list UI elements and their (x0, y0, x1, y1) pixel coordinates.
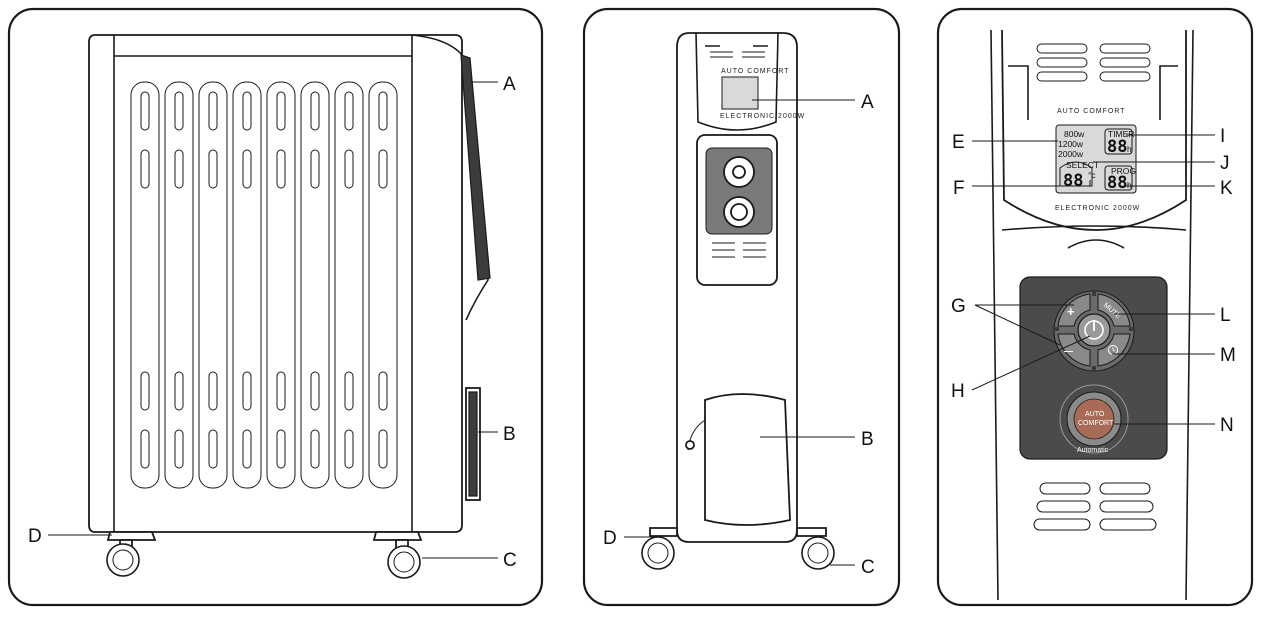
plus-button[interactable]: + (1057, 293, 1091, 327)
side-callouts (48, 81, 498, 559)
label-f: F (953, 178, 965, 199)
label-i: I (1220, 126, 1225, 147)
minus-button[interactable]: — (1057, 333, 1091, 367)
label-m: M (1220, 345, 1236, 366)
select-label: SELECT (1066, 160, 1099, 170)
label-g: G (951, 296, 966, 317)
bottom-vents (1033, 482, 1157, 531)
power-level-1200: 1200w (1058, 139, 1084, 149)
front-label-d: D (603, 528, 617, 549)
caster-wheels (106, 531, 423, 579)
side-label-c: C (503, 550, 517, 571)
label-e: E (952, 132, 965, 153)
power-level-800: 800w (1064, 129, 1085, 139)
model-text: ELECTRONIC 2000W (1055, 205, 1140, 212)
timer-label: TIMER (1108, 129, 1134, 139)
front-callouts (624, 99, 855, 566)
detail-panel: AUTO COMFORT ELECTRONIC 2000W 800w 1200w… (936, 7, 1254, 607)
heater-fins (130, 81, 398, 489)
minus-sign: — (1064, 346, 1073, 356)
heater-front-body: AUTO COMFORT ELECTRONIC 2000W (676, 32, 805, 543)
plus-sign: + (1067, 304, 1075, 319)
auto-comfort-button[interactable]: AUTO COMFORT (1059, 384, 1129, 454)
brand-text: AUTO COMFORT (1057, 108, 1126, 115)
front-label-b: B (861, 429, 874, 450)
label-j: J (1220, 153, 1230, 174)
top-vents (1036, 43, 1151, 82)
automatic-label: Automatic (1077, 447, 1109, 454)
label-l: L (1220, 305, 1231, 326)
svg-text:ELECTRONIC 2000W: ELECTRONIC 2000W (720, 113, 805, 120)
timer-unit: h (1127, 144, 1132, 154)
label-h: H (951, 381, 965, 402)
auto-button-line1: AUTO (1085, 411, 1105, 418)
lcd-display: 800w 1200w 2000w TIMER 88 h SELECT 88 °c… (1055, 124, 1137, 194)
power-level-2000: 2000w (1058, 149, 1084, 159)
prog-label: PROG (1111, 166, 1136, 176)
temp-digits: 88 (1063, 171, 1083, 191)
front-label-a: A (861, 92, 874, 113)
side-label-a: A (503, 74, 516, 95)
front-view-panel: AUTO COMFORT ELECTRONIC 2000W (582, 7, 901, 607)
side-label-d: D (28, 526, 42, 547)
prog-digits: 88 (1107, 173, 1127, 193)
side-view-panel: A B C D (7, 7, 544, 607)
side-label-b: B (503, 424, 516, 445)
auto-button-line2: COMFORT (1078, 420, 1114, 427)
power-button[interactable] (1077, 313, 1111, 347)
front-label-c: C (861, 557, 875, 578)
detail-callouts (971, 134, 1215, 425)
label-k: K (1220, 178, 1233, 199)
prog-unit: h (1127, 180, 1132, 190)
timer-digits: 88 (1107, 137, 1127, 157)
label-n: N (1220, 415, 1234, 436)
svg-text:AUTO COMFORT: AUTO COMFORT (721, 68, 790, 75)
degree-unit: °c (1088, 170, 1096, 180)
